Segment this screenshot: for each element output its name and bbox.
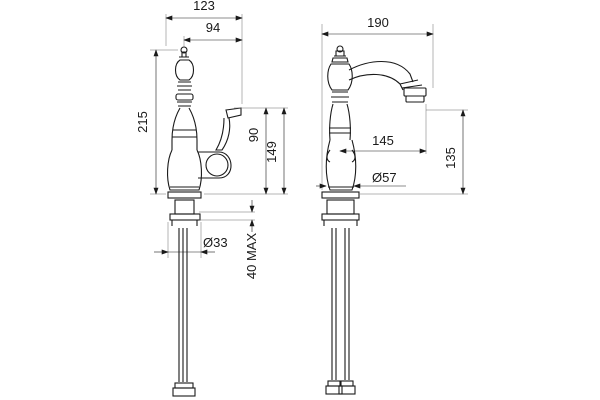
front-faucet-body [321,45,427,395]
front-view: 190 145 135 Ø57 [316,15,468,395]
front-dim-spout-height: 135 [443,147,458,169]
side-dim-base-diameter: Ø33 [203,235,228,250]
side-view: 123 94 215 90 149 Ø33 40 MAX [135,0,288,397]
side-dim-width-total: 123 [193,0,215,13]
front-dim-reach-lower: 145 [372,133,394,148]
side-dim-lever-height: 90 [246,128,261,142]
side-dim-body-height: 149 [264,141,279,163]
front-dim-spout-reach: 190 [367,15,389,30]
front-dim-body-diameter: Ø57 [372,170,397,185]
side-dim-height-total: 215 [135,111,150,133]
front-dimension-lines [316,31,466,195]
side-dimension-lines [153,15,287,255]
side-extension-lines [150,14,288,258]
side-dim-width-spout: 94 [206,20,220,35]
side-faucet-body [167,46,242,397]
side-dim-max-thickness: 40 MAX [244,233,259,280]
